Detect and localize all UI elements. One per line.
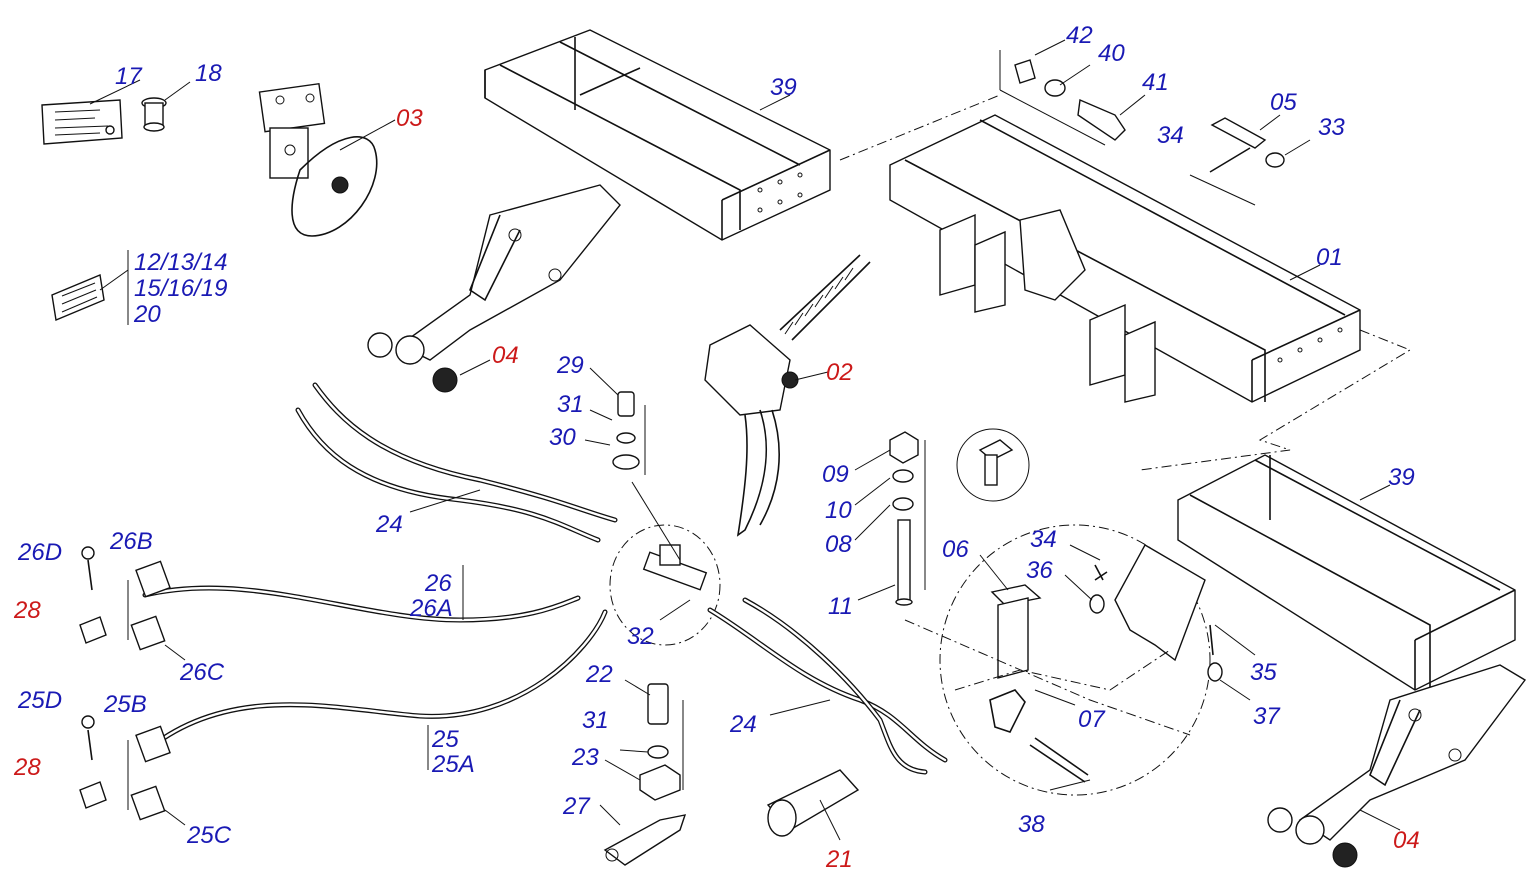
label-23: 23 <box>571 744 599 771</box>
label-26: 26 <box>424 570 452 597</box>
label-24-lower: 24 <box>729 711 757 738</box>
part-02-tine-assembly <box>704 254 871 537</box>
label-28-lower: 28 <box>13 754 41 781</box>
label-38: 38 <box>1018 811 1045 838</box>
label-08: 08 <box>825 531 852 558</box>
label-28-upper: 28 <box>13 597 41 624</box>
label-25A: 25A <box>431 751 475 778</box>
label-26D: 26D <box>17 539 62 566</box>
label-32: 32 <box>627 623 654 650</box>
label-25: 25 <box>431 726 459 753</box>
label-09: 09 <box>822 461 849 488</box>
label-15-16-19: 15/16/19 <box>134 275 227 302</box>
label-35: 35 <box>1250 659 1277 686</box>
label-10: 10 <box>825 497 852 524</box>
part-18-bushing <box>141 81 191 132</box>
label-02: 02 <box>826 359 853 386</box>
part-41-bolt-set <box>999 39 1146 146</box>
part-01-main-frame <box>889 114 1361 403</box>
label-29: 29 <box>556 352 584 379</box>
label-34-detail: 34 <box>1030 526 1057 553</box>
part-12-sticker <box>51 250 129 325</box>
label-33: 33 <box>1318 114 1345 141</box>
part-39-frame-top <box>484 29 831 241</box>
label-22: 22 <box>585 661 613 688</box>
label-04-left: 04 <box>492 342 519 369</box>
part-25-hose <box>142 609 608 770</box>
label-25B: 25B <box>103 691 147 718</box>
part-27-clamp-set <box>599 679 687 866</box>
part-39-frame-right <box>1177 454 1516 691</box>
part-32-coupler <box>609 481 721 646</box>
part-04-arm-left <box>367 184 621 393</box>
part-24-hoses-lower <box>707 597 948 775</box>
label-39-top: 39 <box>770 74 797 101</box>
label-06: 06 <box>942 536 969 563</box>
label-20: 20 <box>133 301 161 328</box>
detail-hitch-bracket <box>904 428 1256 796</box>
label-26C: 26C <box>179 659 225 686</box>
label-05: 05 <box>1270 89 1297 116</box>
part-29-bolt <box>584 367 646 475</box>
part-26-coupling-set <box>79 546 186 661</box>
label-11: 11 <box>828 593 853 620</box>
label-36: 36 <box>1026 557 1053 584</box>
label-04-right: 04 <box>1393 827 1420 854</box>
part-03-disc-assembly <box>258 82 396 237</box>
label-25D: 25D <box>17 687 62 714</box>
label-39-right: 39 <box>1388 464 1415 491</box>
label-17: 17 <box>115 63 143 90</box>
label-07: 07 <box>1078 706 1106 733</box>
label-40: 40 <box>1098 40 1125 67</box>
label-24-upper: 24 <box>375 511 403 538</box>
part-25-coupling-set <box>79 715 186 826</box>
part-11-stud <box>854 431 926 606</box>
label-03: 03 <box>396 105 423 132</box>
label-26B: 26B <box>109 528 153 555</box>
label-01: 01 <box>1316 244 1343 271</box>
label-18: 18 <box>195 60 222 87</box>
part-24-hoses-upper <box>295 382 618 543</box>
label-37: 37 <box>1253 703 1281 730</box>
part-21-cylinder <box>766 769 860 841</box>
label-30: 30 <box>549 424 576 451</box>
label-27: 27 <box>562 793 591 820</box>
label-34-top: 34 <box>1157 122 1184 149</box>
part-26-hose <box>142 565 581 623</box>
label-42: 42 <box>1066 22 1093 49</box>
part-04-arm-right <box>1267 664 1527 868</box>
label-41: 41 <box>1142 69 1169 96</box>
label-21: 21 <box>825 846 853 873</box>
label-25C: 25C <box>186 822 232 849</box>
label-12-13-14: 12/13/14 <box>134 249 227 276</box>
label-31-lower: 31 <box>582 707 609 734</box>
part-05-pin-set <box>1189 114 1311 206</box>
label-26A: 26A <box>409 595 453 622</box>
part-17-nameplate <box>41 79 141 145</box>
label-31-top: 31 <box>557 391 584 418</box>
